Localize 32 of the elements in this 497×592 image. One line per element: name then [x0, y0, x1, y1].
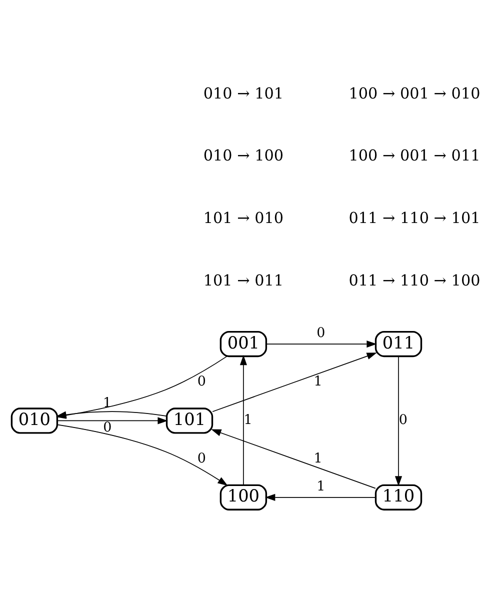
arrow	[265, 494, 376, 501]
edge-label: 1	[316, 478, 326, 494]
arrow	[57, 417, 168, 424]
label: 100 → 001 → 011	[348, 146, 480, 165]
edge-label: 0	[103, 420, 112, 436]
edge-label: 1	[314, 374, 322, 390]
label: 011 → 110 → 100	[348, 271, 480, 290]
node-box: 110	[374, 484, 422, 510]
edge-label: 1	[103, 395, 112, 412]
label: 011 → 110 → 101	[348, 209, 480, 228]
node-box: 011	[374, 330, 422, 358]
edge-label: 0	[398, 412, 408, 428]
arrow	[240, 355, 247, 486]
edge-label: 0	[197, 450, 206, 466]
edge-label: 0	[316, 325, 326, 342]
arrow	[211, 429, 376, 489]
edge-label: 1	[314, 450, 322, 466]
arrow	[266, 340, 377, 348]
arrow	[56, 424, 228, 486]
arrow	[394, 356, 402, 486]
label: 010 → 101	[203, 84, 284, 102]
edge-label: 0	[197, 374, 206, 390]
edge-label: 1	[244, 412, 252, 428]
node-box: 101	[166, 408, 214, 434]
node-box: 010	[10, 408, 58, 434]
node-box: 100	[220, 484, 268, 510]
arrow	[212, 352, 377, 412]
node-box: 001	[220, 330, 268, 358]
label: 010 → 100	[203, 146, 284, 165]
label: 100 → 001 → 010	[348, 84, 480, 102]
label: 101 → 010	[203, 209, 284, 228]
label: 101 → 011	[203, 271, 284, 290]
